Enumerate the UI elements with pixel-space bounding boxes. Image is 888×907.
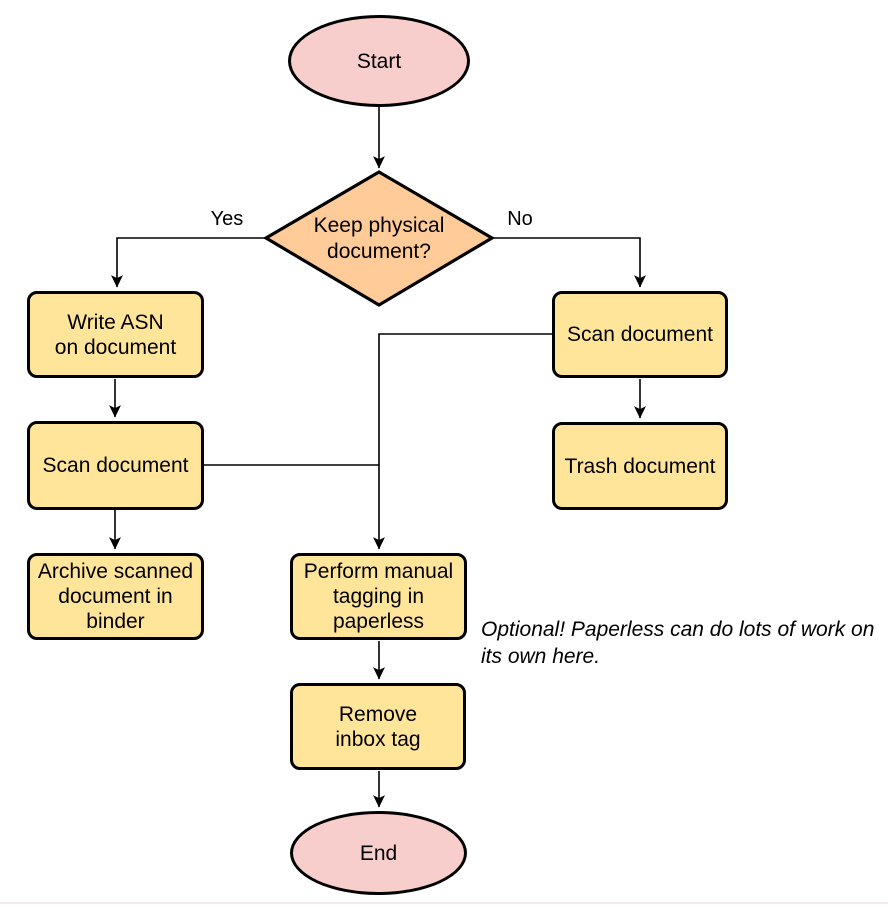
trash-document-node: Trash document: [552, 422, 728, 510]
edge-decision-yes-to-write-asn: [111, 237, 266, 288]
scan-document-left-node: Scan document: [27, 421, 204, 510]
remove-inbox-tag-node-label: Remove inbox tag: [335, 702, 421, 751]
archive-node-label: Archive scanned document in binder: [37, 560, 194, 633]
trash-document-node-label: Trash document: [564, 454, 716, 478]
write-asn-node: Write ASN on document: [27, 291, 204, 378]
edge-decision-no-to-scan-right: [492, 237, 646, 288]
edge-scan-right-to-tagging: [373, 333, 552, 550]
decision-diamond-shape: [262, 170, 496, 307]
end-node: End: [290, 811, 467, 895]
start-node: Start: [288, 15, 470, 107]
manual-tagging-node: Perform manual tagging in paperless: [290, 553, 467, 640]
edge-label-yes: Yes: [210, 208, 244, 230]
manual-tagging-node-label: Perform manual tagging in paperless: [303, 560, 454, 633]
scan-document-right-node-label: Scan document: [567, 323, 713, 346]
optional-annotation: Optional! Paperless can do lots of work …: [481, 618, 875, 668]
start-node-label: Start: [356, 49, 402, 73]
scan-document-left-node-label: Scan document: [42, 454, 189, 477]
scan-document-right-node: Scan document: [552, 291, 728, 378]
remove-inbox-tag-node: Remove inbox tag: [290, 683, 466, 770]
bottom-divider: [0, 902, 888, 904]
edge-label-no: No: [507, 208, 533, 230]
write-asn-node-label: Write ASN on document: [54, 310, 177, 359]
end-node-label: End: [359, 841, 398, 865]
decision-node-label: Keep physical document?: [313, 214, 445, 263]
archive-node: Archive scanned document in binder: [27, 553, 204, 640]
